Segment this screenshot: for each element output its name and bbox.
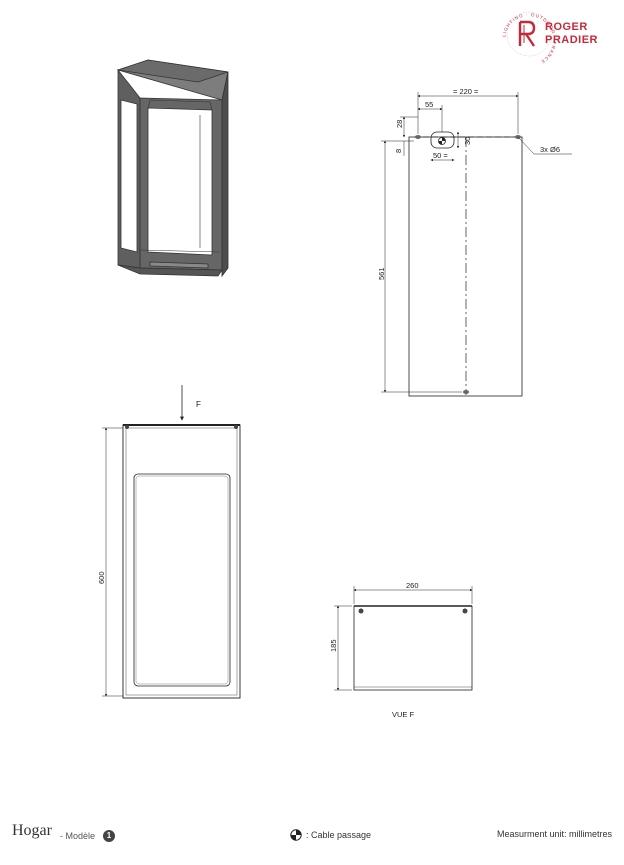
view-f: 260 185 VUE F [329, 581, 473, 719]
brand-mark-icon [518, 20, 536, 47]
dim-8: 8 [394, 149, 403, 153]
product-name: Hogar [12, 822, 52, 839]
dim-width-220: = 220 = [453, 87, 479, 96]
view-arrow-label: F [196, 400, 201, 409]
dim-50: 50 = [433, 151, 448, 160]
brand-name-line2: PRADIER [545, 34, 598, 46]
brand-logo: LIGHTING · OUTDOOR · FRANCE ROGER PRADIE… [501, 11, 598, 65]
view-f-caption: VUE F [392, 710, 415, 719]
model-label: - Modèle [60, 831, 96, 841]
unit-note: Measurment unit: millimetres [496, 829, 612, 839]
isometric-view [116, 59, 229, 278]
dim-30: 30 [463, 137, 472, 145]
mounting-plate-view: = 220 = 55 28 30 8 50 = 561 3x Ø6 [377, 87, 572, 397]
cable-passage-icon [290, 829, 302, 841]
front-elevation-view: F 600 [97, 385, 241, 699]
dim-260: 260 [406, 581, 419, 590]
holes-note: 3x Ø6 [540, 145, 560, 154]
cable-passage-text: : Cable passage [306, 830, 372, 840]
brand-name-line1: ROGER [545, 21, 588, 33]
dim-28: 28 [395, 120, 404, 128]
model-number-badge: 1 [103, 830, 115, 842]
cable-passage-legend: : Cable passage [290, 829, 371, 841]
dim-55: 55 [425, 100, 433, 109]
dim-600: 600 [97, 571, 106, 584]
dim-185: 185 [329, 639, 338, 652]
dim-561: 561 [377, 267, 386, 280]
